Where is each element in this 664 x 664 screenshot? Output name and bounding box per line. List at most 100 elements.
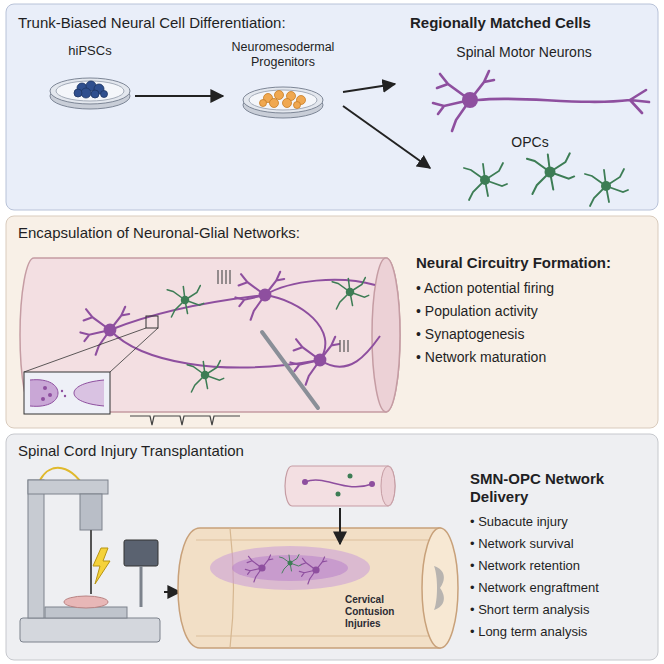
network-construct — [302, 479, 308, 485]
synapse-inset — [41, 386, 66, 401]
flow-arrow — [343, 84, 395, 92]
spinal-cord — [434, 566, 444, 610]
panel-band: Encapsulation of Neuronal-Glial Networks… — [6, 216, 658, 428]
spinal-cord — [210, 546, 370, 590]
panel-band: Trunk-Biased Neural Cell Differentiation… — [6, 4, 658, 210]
ipsc-dish — [50, 78, 130, 104]
electrode-trace — [130, 416, 240, 425]
bullet-item: • Network maturation — [416, 349, 652, 366]
bullet-item: • Subacute injury — [470, 514, 652, 530]
culture-dish: hiPSCs — [45, 40, 135, 112]
synapse-inset — [61, 390, 63, 392]
impactor-device — [45, 607, 127, 618]
impactor-device — [80, 494, 102, 530]
nmp-dish — [249, 90, 317, 110]
flow-arrow — [135, 95, 223, 97]
nmp-dish — [275, 91, 284, 100]
spinal-cord — [245, 555, 272, 582]
spinal-cord — [230, 528, 234, 648]
opc-cells — [585, 169, 628, 206]
ipsc-dish — [50, 78, 130, 109]
network-construct — [339, 508, 341, 544]
nmp-dish — [294, 102, 301, 109]
synapse-inset — [24, 328, 158, 372]
nmp-dish — [243, 87, 323, 118]
node-heading: OPCs — [430, 134, 630, 151]
synapse-inset — [64, 395, 66, 397]
network-construct — [348, 474, 353, 479]
spinal-cord — [422, 528, 458, 648]
panel-ground — [6, 434, 658, 660]
impactor-device — [140, 566, 143, 607]
ipsc-dish — [56, 81, 124, 101]
cell-type: Spinal Motor Neurons — [395, 40, 653, 132]
impactor-device — [20, 618, 160, 642]
node-heading: Spinal Motor Neurons — [395, 44, 653, 61]
hydrogel-cylinder — [20, 258, 400, 412]
impactor-device — [90, 530, 92, 594]
spinal-cord — [299, 557, 326, 584]
bullet-item: • Population activity — [416, 303, 652, 320]
node-heading: Spinal Cord Injury Transplantation — [18, 442, 280, 460]
hydrogel-cylinder — [187, 361, 224, 392]
flow-arrow — [343, 106, 430, 168]
panel-ground — [6, 4, 658, 210]
synapse-inset — [43, 386, 47, 390]
node-subheading: Regionally Matched Cells — [410, 14, 654, 32]
opc-cells — [527, 153, 574, 194]
impactor-device — [124, 540, 158, 566]
motor-neuron — [433, 71, 649, 131]
bullet-item: • Synaptogenesis — [416, 326, 652, 343]
node-heading: hiPSCs — [45, 43, 135, 59]
bullet-item: • Network survival — [470, 536, 652, 552]
electrode-trace — [262, 332, 318, 408]
synapse-inset — [48, 393, 52, 397]
culture-dish: Neuromesodermal Progenitors — [223, 38, 343, 118]
node-subheading: SMN-OPC Network Delivery — [470, 470, 650, 506]
hydrogel-cylinder — [332, 278, 369, 309]
hydrogel-cylinder — [235, 272, 284, 320]
spinal-cord — [178, 528, 440, 648]
bullet-item: • Action potential firing — [416, 280, 652, 297]
network-construct — [336, 492, 341, 497]
spinal-cord — [232, 555, 348, 581]
hydrogel-cylinder — [218, 270, 348, 352]
opc-cells — [464, 163, 507, 200]
synapse-inset — [24, 316, 158, 414]
node-heading: Encapsulation of Neuronal-Glial Networks… — [18, 224, 388, 242]
nmp-dish — [283, 99, 292, 108]
synapse-inset — [24, 372, 110, 414]
synapse-inset — [30, 380, 58, 407]
motor-neuron — [433, 71, 494, 131]
panel-ground — [6, 216, 658, 428]
impactor-device — [20, 468, 180, 642]
impactor-device — [93, 548, 110, 584]
hydrogel-cylinder — [80, 307, 129, 355]
ipsc-dish — [101, 91, 108, 98]
ipsc-dish — [91, 90, 99, 98]
network-construct — [305, 480, 372, 487]
spinal-cord — [178, 528, 458, 648]
synapse-inset — [74, 380, 104, 406]
nmp-dish — [243, 87, 323, 113]
spinal-cord — [280, 555, 302, 574]
impactor-device — [28, 480, 108, 494]
network-construct — [381, 466, 395, 506]
bullet-item: • Short term analysis — [470, 602, 652, 618]
node-subheading: Neural Circuitry Formation: — [416, 254, 652, 272]
bullet-item: • Network engraftment — [470, 580, 652, 596]
hydrogel-cylinder — [110, 280, 380, 368]
impactor-device — [64, 596, 108, 608]
synapse-inset — [41, 397, 45, 401]
cell-type: OPCs — [430, 130, 630, 206]
synapse-inset — [146, 316, 158, 328]
electrode-trace — [130, 332, 318, 425]
bullet-item: • Network retention — [470, 558, 652, 574]
opc-cells — [464, 153, 628, 206]
nmp-dish — [270, 99, 279, 108]
hydrogel-cylinder — [372, 258, 400, 412]
network-construct — [285, 466, 395, 544]
ipsc-dish — [74, 89, 82, 97]
nmp-dish — [260, 91, 306, 109]
